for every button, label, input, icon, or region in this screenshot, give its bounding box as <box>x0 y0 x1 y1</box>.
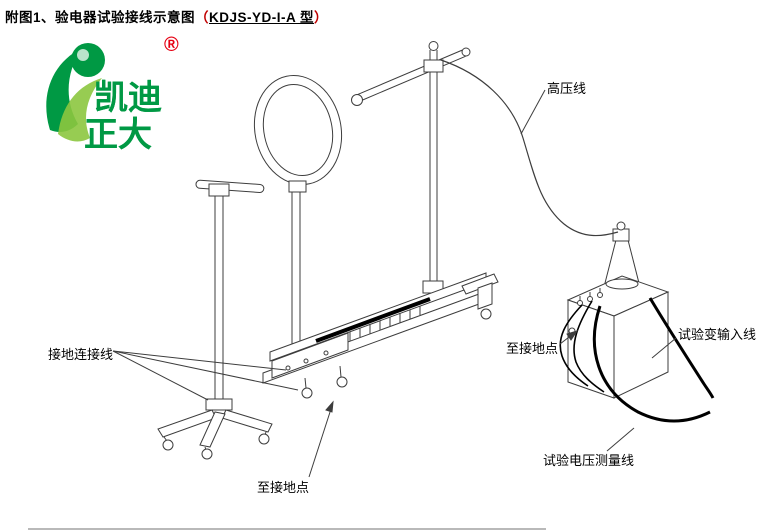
title-paren-open: （ <box>195 10 210 25</box>
title-text: 附图1、验电器试验接线示意图 <box>5 10 196 25</box>
page-title: 附图1、验电器试验接线示意图（KDJS-YD-I-A 型） <box>5 6 328 26</box>
title-model-number: KDJS-YD-I-A 型 <box>209 10 315 25</box>
test-transformer <box>566 221 670 399</box>
label-test-voltage-measurement-line: 试验电压测量线 <box>543 453 635 468</box>
label-high-voltage-line: 高压线 <box>547 81 587 96</box>
cables <box>440 59 715 423</box>
rail-base <box>262 272 499 399</box>
label-to-ground-point-right: 至接地点 <box>506 341 559 356</box>
label-ground-connection-line: 接地连接线 <box>48 347 114 362</box>
leader-lines <box>112 89 677 478</box>
registered-trademark-icon: ® <box>164 34 179 56</box>
label-test-transformer-input-line: 试验变输入线 <box>678 327 757 342</box>
label-to-ground-point-bottom: 至接地点 <box>257 480 310 495</box>
title-paren-close: ） <box>314 10 329 25</box>
brand-name-line2: 正大 <box>84 115 152 154</box>
bottom-divider <box>28 528 546 530</box>
brand-logo-mark-icon <box>46 43 105 142</box>
ring-electrode-stand <box>253 74 343 364</box>
brand-logo: 凯迪 正大 ® <box>28 30 198 170</box>
right-pole-with-tbar <box>351 41 471 294</box>
brand-name: 凯迪 正大 <box>84 80 162 153</box>
left-floor-stand <box>157 179 273 460</box>
brand-name-line1: 凯迪 <box>94 79 162 117</box>
